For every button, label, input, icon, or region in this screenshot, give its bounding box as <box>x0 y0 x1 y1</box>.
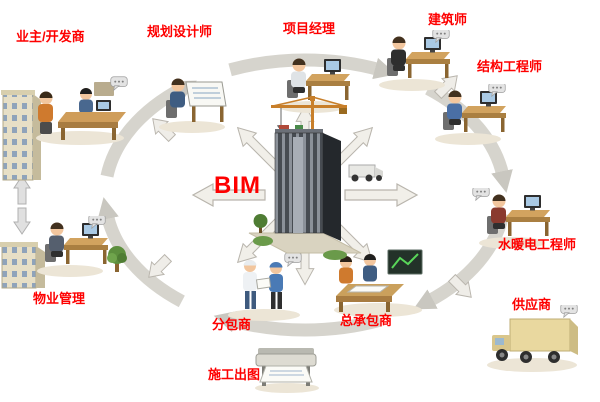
plotter-icon <box>252 336 322 394</box>
station-supplier <box>482 303 582 375</box>
label-mep-engineer: 水暖电工程师 <box>498 237 577 252</box>
plant-decor <box>106 244 128 274</box>
architect-workstation-icon <box>372 28 452 92</box>
station-construction-drawing <box>252 336 322 394</box>
label-construction-drawing: 施工出图 <box>208 367 261 382</box>
label-planning-designer: 规划设计师 <box>147 24 213 39</box>
label-supplier: 供应商 <box>512 297 552 312</box>
label-project-manager: 项目经理 <box>283 21 336 36</box>
structural-engineer-workstation-icon <box>428 82 508 146</box>
bim-center-label: BIM <box>214 172 261 199</box>
speech-bubble-icon <box>472 186 490 201</box>
property-management-workstation-icon <box>30 214 110 278</box>
small-truck-icon <box>348 164 383 182</box>
label-general-contractor: 总承包商 <box>340 313 393 328</box>
label-structural-engineer: 结构工程师 <box>477 59 543 74</box>
station-owner-developer <box>30 76 130 146</box>
left-vertical-double-arrow <box>13 175 31 235</box>
bim-building-model-icon <box>248 96 383 260</box>
plant-icon <box>106 244 128 274</box>
station-architect <box>372 28 452 92</box>
speech-bubble-icon <box>560 303 578 318</box>
label-subcontractor: 分包商 <box>212 317 252 332</box>
station-property-management <box>30 214 110 278</box>
station-structural-engineer <box>428 82 508 146</box>
supplier-truck-icon <box>482 303 582 375</box>
label-owner-developer: 业主/开发商 <box>16 29 85 44</box>
owner-developer-meeting-icon <box>30 76 128 146</box>
label-property-management: 物业管理 <box>33 291 86 306</box>
label-architect: 建筑师 <box>428 12 468 27</box>
